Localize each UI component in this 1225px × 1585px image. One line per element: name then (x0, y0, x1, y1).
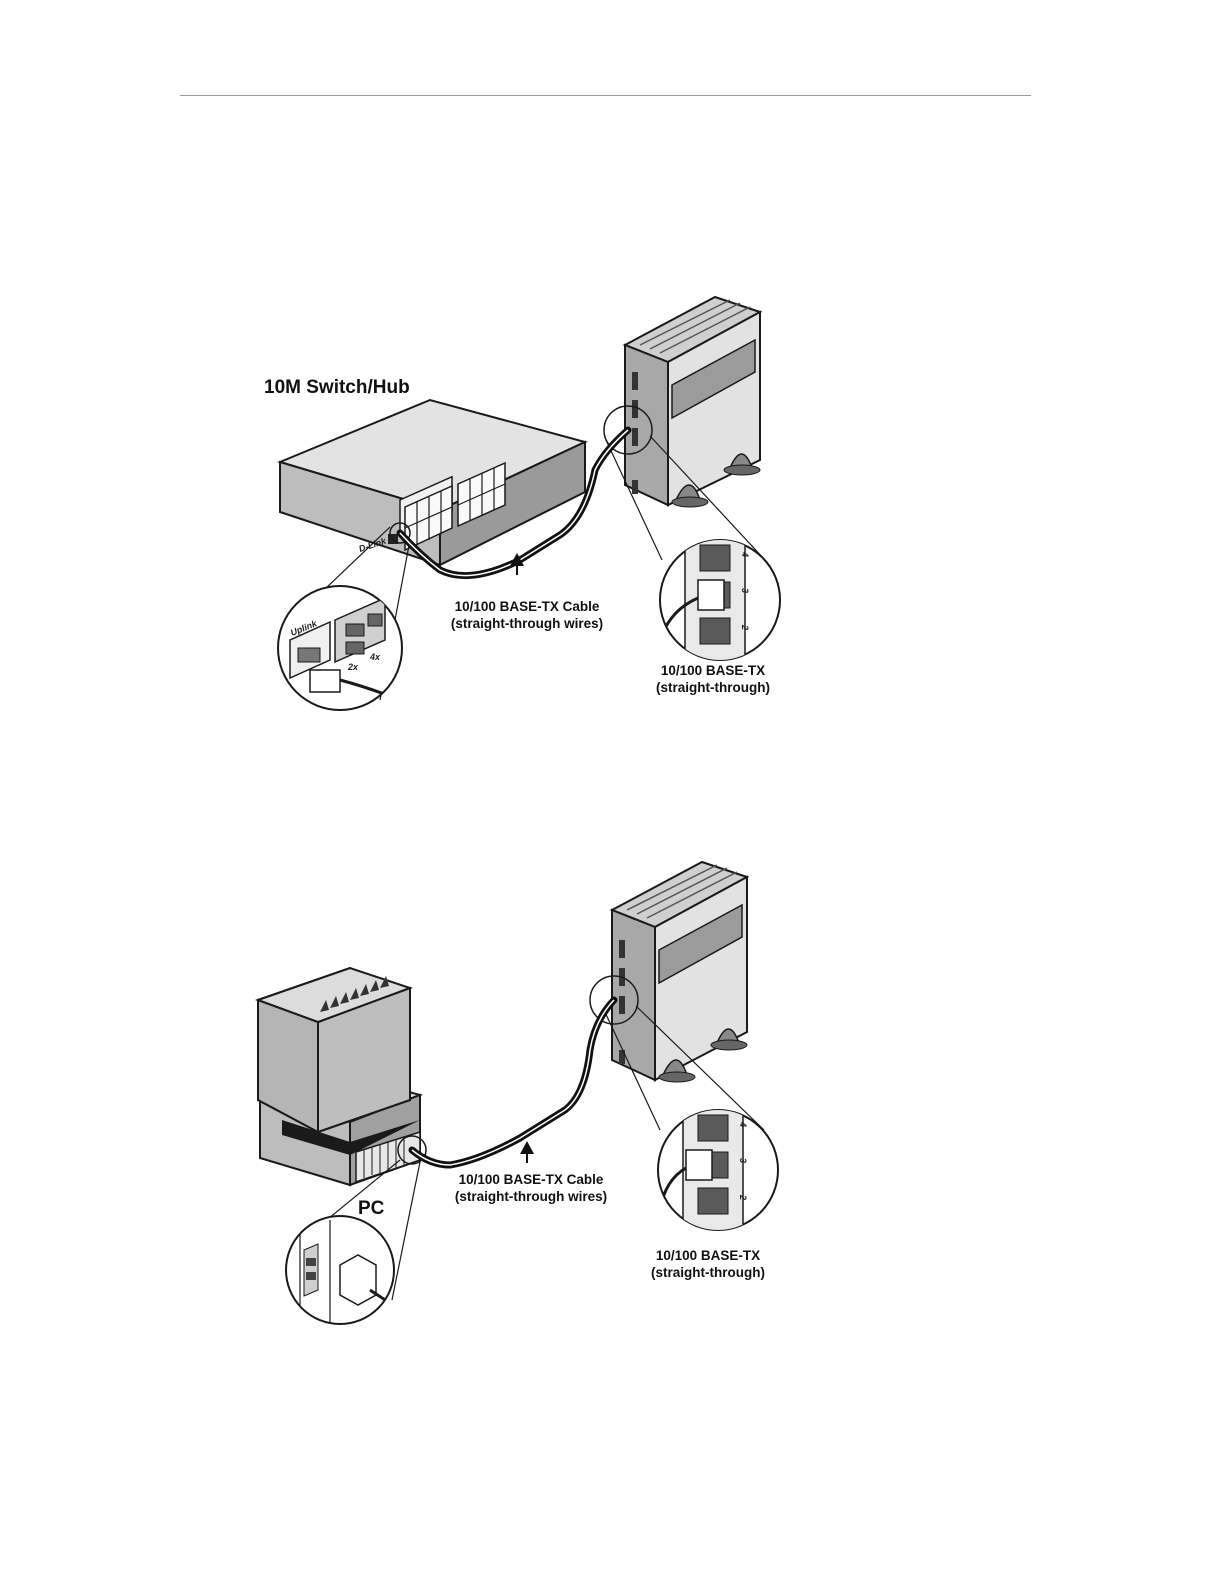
port-type-label-line2: (straight-through) (651, 1265, 765, 1280)
port-type-label-line2: (straight-through) (656, 680, 770, 695)
router-port-zoom-inset: 4 3 2 (658, 1100, 778, 1240)
router-device (604, 297, 760, 507)
diagram-router-to-pc: 4 3 2 PC 10/100 BASE-TX Cable (straight-… (0, 760, 1225, 1520)
router-port-num-2: 2 (740, 624, 750, 630)
router-port-num-4: 4 (740, 551, 750, 557)
router-port-zoom-inset: 4 3 2 (660, 530, 780, 670)
hub-port-label-2x: 2x (347, 662, 359, 672)
cable-label-line1: 10/100 BASE-TX Cable (459, 1172, 604, 1187)
router-port-num-4: 4 (738, 1121, 748, 1127)
cable-label-line1: 10/100 BASE-TX Cable (455, 599, 600, 614)
router-port-num-3: 3 (740, 588, 750, 593)
zoom-line (392, 1162, 420, 1300)
port-type-label-line1: 10/100 BASE-TX (661, 663, 765, 678)
router-port-num-3: 3 (738, 1158, 748, 1163)
pc-port-zoom-inset (286, 1210, 398, 1340)
hub-port-label-4x: 4x (369, 652, 381, 662)
cable-label-line2: (straight-through wires) (451, 616, 603, 631)
pc-device (258, 968, 426, 1185)
router-port-num-2: 2 (738, 1194, 748, 1200)
diagram-router-to-switch: D-Link Uplink 2x 4x (0, 0, 1225, 760)
hub-port-zoom-inset: Uplink 2x 4x (278, 586, 402, 710)
cable-pointer-arrow (520, 1141, 534, 1163)
pc-label: PC (358, 1198, 385, 1219)
switch-hub-device: D-Link (280, 400, 585, 565)
port-type-label-line1: 10/100 BASE-TX (656, 1248, 760, 1263)
switch-hub-label: 10M Switch/Hub (264, 377, 410, 398)
cable-label-line2: (straight-through wires) (455, 1189, 607, 1204)
router-device (590, 862, 747, 1082)
